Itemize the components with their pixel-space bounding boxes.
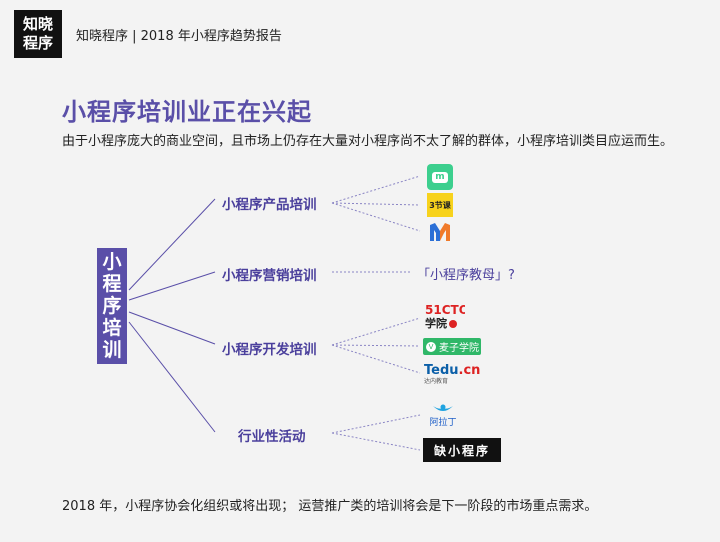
brand-logo-tedu: Tedu.cn 达内教育 [424, 363, 482, 385]
connector-dev-b4 [331, 317, 421, 346]
connector-event-b7 [331, 414, 421, 434]
brand-51cto-name: 51CTO [425, 303, 465, 317]
brand-tedu-a: Tedu [424, 363, 459, 378]
connector-product-b2 [331, 202, 421, 206]
root-char: 培 [102, 317, 122, 339]
brand-maizi-name: 麦子学院 [439, 343, 479, 354]
connector-product-b3 [331, 202, 421, 232]
marketing-item: 「小程序教母」? [417, 268, 515, 283]
category-dev-training: 小程序开发培训 [222, 342, 317, 358]
brand-logo-51cto: 51CTO 学院 [425, 300, 465, 334]
header-title: 知晓程序 | 2018 年小程序趋势报告 [76, 29, 282, 44]
category-marketing-training: 小程序营销培训 [222, 268, 317, 284]
connector-dev-b5 [331, 344, 421, 347]
root-char: 训 [102, 339, 122, 361]
connector-product-b1 [331, 175, 421, 204]
root-node: 小 程 序 培 训 [97, 248, 127, 364]
root-char: 小 [102, 251, 122, 273]
logo-line-2: 程序 [22, 34, 53, 52]
connector-root-event [128, 321, 216, 433]
footer-note: 2018 年，小程序协会化组织或将出现； 运营推广类的培训将会是下一阶段的市场重… [62, 499, 598, 514]
root-char: 程 [102, 273, 122, 295]
brand-tedu-b: .cn [458, 363, 481, 378]
category-industry-events: 行业性活动 [238, 429, 306, 445]
page-subtitle: 由于小程序庞大的商业空间，且市场上仍存在大量对小程序尚不太了解的群体，小程序培训… [62, 134, 674, 149]
root-char: 序 [102, 295, 122, 317]
brand-logo-m-icon [427, 220, 453, 244]
connector-root-product [128, 198, 216, 291]
page-title: 小程序培训业正在兴起 [62, 98, 312, 126]
connector-root-marketing [128, 271, 216, 301]
brand-logo-aladdin: 阿拉丁 [427, 400, 459, 430]
brand-aladdin-name: 阿拉丁 [429, 418, 457, 428]
connector-event-b8 [331, 432, 421, 451]
brand-logo-3jieke: 3节课 [427, 193, 453, 217]
brand-logo-que-xiaochengxu: 缺小程序 [423, 438, 501, 462]
connector-dev-b6 [331, 344, 421, 374]
aladdin-lamp-icon [433, 404, 453, 411]
logo: 知晓 程序 [14, 10, 62, 58]
brand-51cto-sub: 学院 [425, 317, 447, 330]
brand-tedu-sub: 达内教育 [424, 377, 449, 385]
brand-logo-green-m-icon: m [427, 164, 453, 190]
category-product-training: 小程序产品培训 [222, 197, 317, 213]
logo-line-1: 知晓 [22, 15, 53, 33]
connector-root-dev [128, 311, 216, 345]
